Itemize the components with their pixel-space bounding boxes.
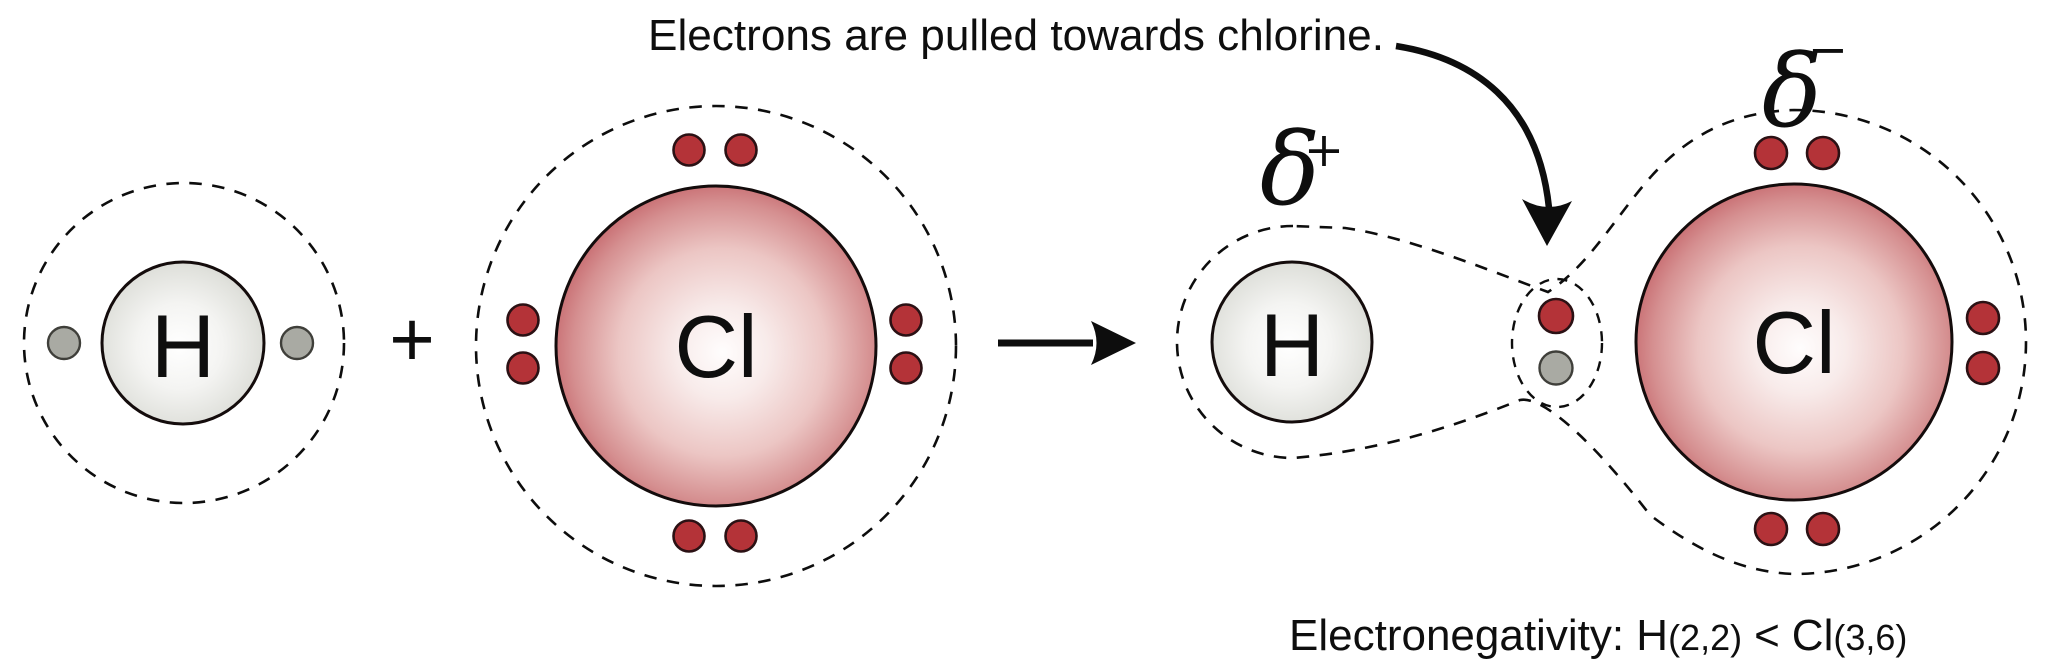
chlorine-nucleus-sphere <box>554 184 878 508</box>
product-chlorine-electron-dot <box>1753 135 1789 171</box>
product-hcl-molecule: H δ + Cl δ − <box>1175 22 2028 576</box>
product-hydrogen-symbol-label: H <box>1260 295 1324 395</box>
delta-plus-symbol: δ <box>1260 111 1320 228</box>
chlorine-electron-dot <box>724 519 758 553</box>
product-chlorine-sphere <box>1634 182 1954 502</box>
chlorine-electron-dot <box>889 303 923 337</box>
hydrogen-nucleus-sphere <box>100 260 266 426</box>
chlorine-electron-dot <box>672 133 706 167</box>
chlorine-electron-dot <box>672 519 706 553</box>
electron-pull-arrow-icon <box>1395 42 1572 246</box>
delta-plus-sign: + <box>1304 122 1344 178</box>
shared-electron-dot-gray <box>1538 350 1574 386</box>
delta-minus-sign: − <box>1808 22 1848 78</box>
reaction-arrow-head <box>1091 321 1136 365</box>
chlorine-electron-dot <box>724 133 758 167</box>
hydrogen-electron-dot <box>46 325 82 361</box>
chlorine-electron-dot <box>889 351 923 385</box>
chlorine-electronegativity-value: (3,6) <box>1833 617 1907 658</box>
product-hydrogen-sphere <box>1210 260 1374 424</box>
product-chlorine-electron-dot <box>1805 511 1841 547</box>
delta-minus-symbol: δ <box>1762 33 1822 150</box>
product-chlorine-electron-dot <box>1965 300 2001 336</box>
chlorine-electron-dot <box>506 351 540 385</box>
chlorine-symbol-label: Cl <box>674 297 757 396</box>
top-note-text: Electrons are pulled towards chlorine. <box>648 11 1384 60</box>
chlorine-shell-dashed-circle <box>474 104 958 588</box>
chlorine-electron-dot <box>506 303 540 337</box>
electronegativity-caption: Electronegativity: H(2,2) <Cl(3,6) <box>1289 611 1907 660</box>
product-chlorine-symbol-label: Cl <box>1752 293 1835 392</box>
electron-pull-arrow-curve <box>1395 42 1553 209</box>
electron-pull-arrow-head <box>1522 199 1572 246</box>
hydrogen-electronegativity-value: (2,2) <box>1668 617 1742 658</box>
reaction-arrow-icon <box>998 321 1136 365</box>
shared-electron-dot-red <box>1537 297 1575 335</box>
plus-sign: + <box>389 295 435 383</box>
reactant-chlorine-atom: Cl <box>474 104 958 588</box>
less-than-sign: < <box>1754 611 1780 660</box>
hydrogen-electron-dot <box>279 325 315 361</box>
hydrogen-shell-dashed-circle <box>22 181 346 505</box>
product-chlorine-electron-dot <box>1753 511 1789 547</box>
product-chlorine-electron-dot <box>1805 135 1841 171</box>
product-chlorine-electron-dot <box>1965 350 2001 386</box>
chlorine-footer-symbol: Cl <box>1792 611 1834 660</box>
hydrogen-symbol-label: H <box>151 296 215 396</box>
reactant-hydrogen-atom: H <box>22 181 346 505</box>
electronegativity-prefix: Electronegativity: H <box>1289 611 1668 660</box>
shared-pair-dashed-ellipse <box>1510 277 1604 409</box>
